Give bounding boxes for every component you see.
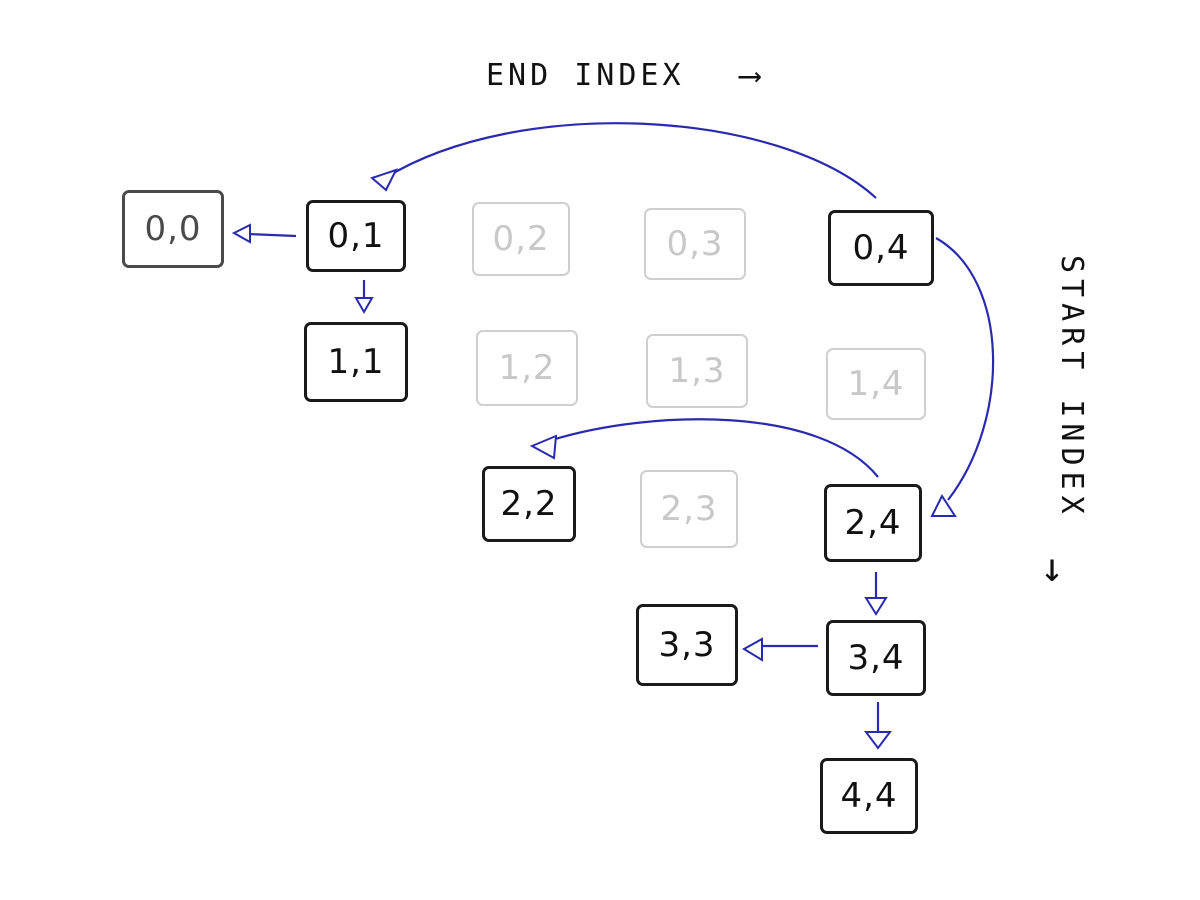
node-4-4: 4,4 — [820, 758, 918, 834]
node-0-3: 0,3 — [644, 208, 746, 280]
end-index-label: END INDEX — [486, 58, 685, 93]
edge-0-4-to-2-4 — [935, 237, 995, 501]
arrowhead — [231, 223, 251, 244]
edge-0-1-to-0-0 — [247, 232, 297, 238]
node-2-2: 2,2 — [482, 466, 576, 542]
node-0-0: 0,0 — [122, 190, 224, 268]
node-3-3: 3,3 — [636, 604, 738, 686]
arrowhead — [742, 637, 763, 662]
arrowhead — [930, 493, 957, 517]
arrowhead — [529, 434, 558, 460]
node-0-1: 0,1 — [306, 200, 406, 272]
node-3-4: 3,4 — [826, 620, 926, 696]
node-0-4: 0,4 — [828, 210, 934, 286]
node-1-3: 1,3 — [646, 334, 748, 408]
arrowhead — [354, 297, 374, 315]
arrowhead — [370, 168, 398, 192]
node-0-2: 0,2 — [472, 202, 570, 276]
node-2-3: 2,3 — [640, 470, 738, 548]
node-2-4: 2,4 — [824, 484, 922, 562]
arrowhead — [864, 597, 888, 616]
edge-0-4-to-0-1 — [384, 122, 877, 199]
right-arrow-icon: ⟶ — [740, 56, 760, 94]
start-index-label: START INDEX — [1054, 255, 1089, 520]
down-arrow-icon: ↓ — [1040, 545, 1065, 591]
node-1-1: 1,1 — [304, 322, 408, 402]
node-1-4: 1,4 — [826, 348, 926, 420]
node-1-2: 1,2 — [476, 330, 578, 406]
edge-2-4-to-2-2 — [551, 418, 879, 478]
arrowhead — [864, 731, 892, 750]
